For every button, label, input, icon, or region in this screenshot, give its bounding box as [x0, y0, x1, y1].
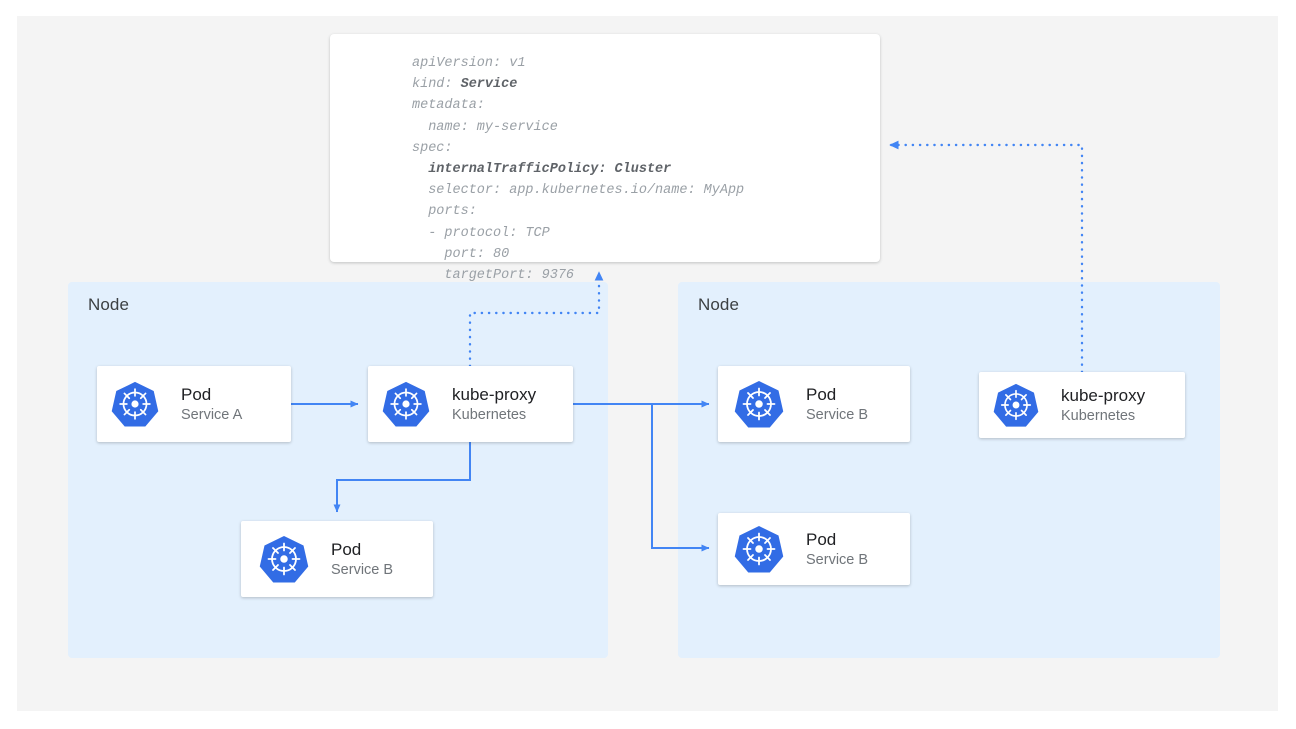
- node-container-right: Node: [678, 282, 1220, 658]
- yaml-line-targetport: targetPort: 9376: [412, 268, 574, 283]
- service-spec-card: apiVersion: v1 kind: Service metadata: n…: [330, 34, 880, 262]
- kubernetes-icon: [734, 524, 784, 574]
- kubernetes-icon: [259, 534, 309, 584]
- service-manifest-code: apiVersion: v1 kind: Service metadata: n…: [412, 53, 744, 286]
- card-pod-service-b-right-bottom[interactable]: Pod Service B: [718, 513, 910, 585]
- card-pod-service-b-left[interactable]: Pod Service B: [241, 521, 433, 597]
- card-subtitle: Kubernetes: [1061, 407, 1145, 425]
- card-subtitle: Kubernetes: [452, 406, 536, 424]
- yaml-line-port: port: 80: [412, 247, 509, 262]
- card-title: Pod: [181, 384, 242, 405]
- kubernetes-icon: [734, 379, 784, 429]
- node-label-right: Node: [698, 295, 739, 315]
- card-subtitle: Service B: [806, 406, 868, 424]
- card-subtitle: Service B: [331, 561, 393, 579]
- card-kube-proxy-right[interactable]: kube-proxy Kubernetes: [979, 372, 1185, 438]
- card-title: Pod: [806, 529, 868, 550]
- yaml-line-protocol: - protocol: TCP: [412, 226, 550, 241]
- yaml-line-name: name: my-service: [412, 120, 558, 135]
- yaml-line-internaltrafficpolicy: internalTrafficPolicy: Cluster: [412, 162, 671, 177]
- kubernetes-icon: [993, 382, 1039, 428]
- node-container-left: Node: [68, 282, 608, 658]
- yaml-line-ports: ports:: [412, 204, 477, 219]
- card-title: Pod: [331, 539, 393, 560]
- yaml-line-metadata: metadata:: [412, 98, 485, 113]
- card-pod-service-b-right-top[interactable]: Pod Service B: [718, 366, 910, 442]
- kubernetes-icon: [382, 380, 430, 428]
- yaml-line-kind: kind: Service: [412, 77, 517, 92]
- yaml-line-spec: spec:: [412, 141, 453, 156]
- card-kube-proxy-left[interactable]: kube-proxy Kubernetes: [368, 366, 573, 442]
- kubernetes-icon: [111, 380, 159, 428]
- card-title: kube-proxy: [452, 384, 536, 405]
- card-subtitle: Service B: [806, 551, 868, 569]
- card-pod-service-a[interactable]: Pod Service A: [97, 366, 291, 442]
- node-label-left: Node: [88, 295, 129, 315]
- yaml-line-apiversion: apiVersion: v1: [412, 56, 525, 71]
- yaml-line-selector: selector: app.kubernetes.io/name: MyApp: [412, 183, 744, 198]
- card-title: Pod: [806, 384, 868, 405]
- card-title: kube-proxy: [1061, 385, 1145, 406]
- card-subtitle: Service A: [181, 406, 242, 424]
